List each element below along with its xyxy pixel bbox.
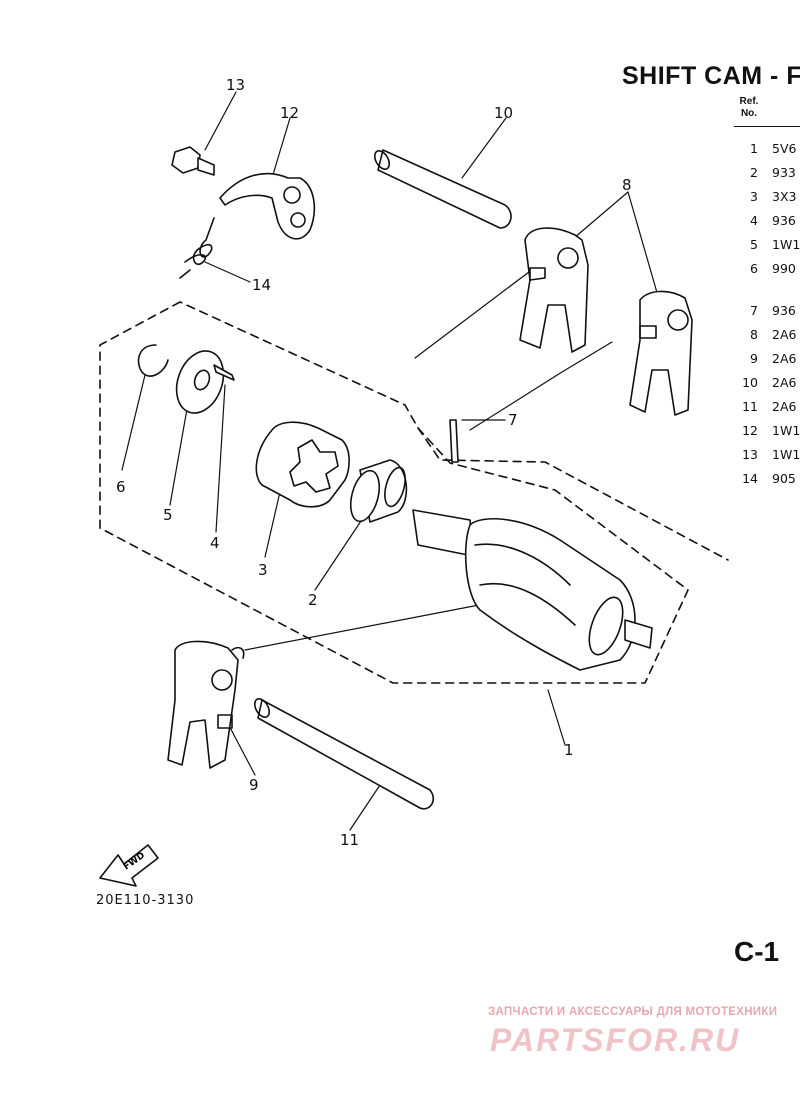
fwd-arrow-icon <box>99 844 159 887</box>
table-row: 13 1W1 <box>734 447 800 467</box>
shift-fork-right <box>629 290 693 416</box>
callout-3: 3 <box>258 561 268 579</box>
row-part-number: 1W1 <box>772 423 800 438</box>
row-ref: 2 <box>750 165 758 180</box>
table-row: 12 1W1 <box>734 423 800 443</box>
row-part-number: 905 <box>772 471 796 486</box>
watermark-logo: PARTSFOR.RU <box>490 1022 741 1058</box>
row-part-number: 990 <box>772 261 796 276</box>
spring-part <box>179 217 215 279</box>
shift-fork-lower <box>167 640 245 769</box>
table-row: 10 2A6 <box>734 375 800 395</box>
ref-no-header: Ref. No. <box>734 96 764 120</box>
row-part-number: 3X3 <box>772 189 797 204</box>
circlip-part <box>137 344 169 377</box>
row-ref: 7 <box>750 303 758 318</box>
table-row: 6 990 <box>734 261 800 281</box>
row-ref: 5 <box>750 237 758 252</box>
callout-12: 12 <box>280 104 299 122</box>
callout-10: 10 <box>494 104 513 122</box>
table-row: 5 1W1 <box>734 237 800 257</box>
table-row: 14 905 <box>734 471 800 491</box>
row-ref: 10 <box>742 375 758 390</box>
row-part-number: 2A6 <box>772 327 797 342</box>
pin-part <box>449 419 459 463</box>
row-ref: 9 <box>750 351 758 366</box>
row-part-number: 1W1 <box>772 447 800 462</box>
callout-4: 4 <box>210 534 220 552</box>
table-row: 9 2A6 <box>734 351 800 371</box>
page-id: C-1 <box>734 936 780 967</box>
bolt-part <box>171 146 215 176</box>
table-row: 11 2A6 <box>734 399 800 419</box>
stopper-lever-part <box>219 172 316 240</box>
callout-6: 6 <box>116 478 126 496</box>
table-row: 8 2A6 <box>734 327 800 347</box>
row-part-number: 936 <box>772 303 796 318</box>
row-ref: 13 <box>742 447 758 462</box>
row-part-number: 1W1 <box>772 237 800 252</box>
segment-part <box>255 421 350 508</box>
assembly-boundary <box>99 301 689 684</box>
watermark-caption: ЗАПЧАСТИ И АКСЕССУАРЫ ДЛЯ МОТОТЕХНИКИ <box>488 1006 778 1018</box>
row-part-number: 2A6 <box>772 375 797 390</box>
row-part-number: 2A6 <box>772 399 797 414</box>
dowel-pin-part <box>213 364 235 381</box>
callout-1: 1 <box>564 741 574 759</box>
table-row: 1 5V6 <box>734 141 800 161</box>
row-ref: 3 <box>750 189 758 204</box>
callout-9: 9 <box>249 776 259 794</box>
row-ref: 11 <box>742 399 758 414</box>
assembly-boundary-inner <box>417 427 729 561</box>
shift-fork-shaft-lower <box>253 698 435 810</box>
callout-8: 8 <box>622 176 632 194</box>
bearing-part <box>349 459 408 523</box>
callout-13: 13 <box>226 76 245 94</box>
callout-14: 14 <box>252 276 271 294</box>
ref-header-line2: No. <box>740 108 758 119</box>
shift-fork-upper <box>519 227 589 353</box>
row-ref: 8 <box>750 327 758 342</box>
row-ref: 6 <box>750 261 758 276</box>
callout-5: 5 <box>163 506 173 524</box>
header-divider <box>734 126 800 127</box>
page-title: SHIFT CAM - F <box>622 62 800 90</box>
row-ref: 14 <box>742 471 758 486</box>
table-row: 7 936 <box>734 303 800 323</box>
table-row: 4 936 <box>734 213 800 233</box>
row-ref: 4 <box>750 213 758 228</box>
callout-11: 11 <box>340 831 359 849</box>
callout-7: 7 <box>508 411 518 429</box>
washer-part <box>175 350 225 414</box>
table-row: 2 933 <box>734 165 800 185</box>
shift-drum-part <box>412 509 653 671</box>
row-ref: 1 <box>750 141 758 156</box>
ref-header-line1: Ref. <box>739 96 759 107</box>
shift-fork-shaft-upper <box>373 149 512 229</box>
row-part-number: 5V6 <box>772 141 797 156</box>
drawing-code: 20E110-3130 <box>96 893 195 908</box>
row-part-number: 933 <box>772 165 796 180</box>
row-part-number: 2A6 <box>772 351 797 366</box>
row-ref: 12 <box>742 423 758 438</box>
table-row: 3 3X3 <box>734 189 800 209</box>
parts-table: Ref. No. 1 5V6 2 933 3 3X3 4 936 5 1W1 6 990 7… <box>734 96 800 486</box>
callout-2: 2 <box>308 591 318 609</box>
row-part-number: 936 <box>772 213 796 228</box>
